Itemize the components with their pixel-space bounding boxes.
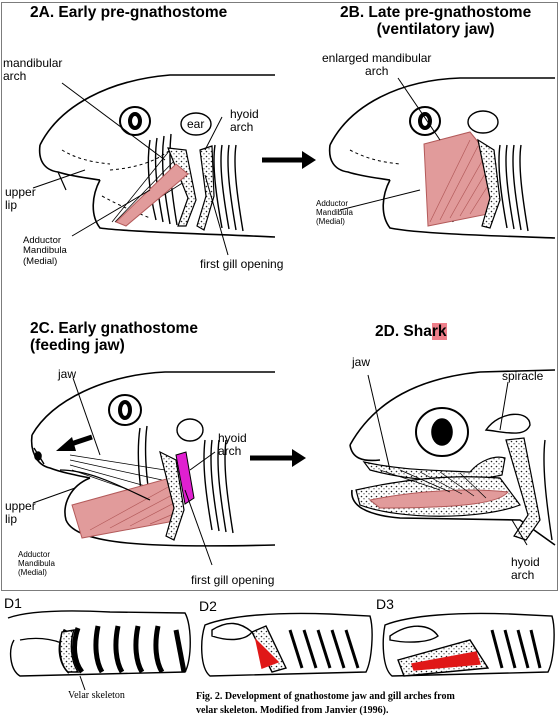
spiracle-label: spiracle: [502, 369, 544, 383]
adductor-label-a: Adductor Mandibula (Medial): [23, 235, 67, 267]
panel-2a-drawing: [38, 74, 276, 238]
ear-label: ear: [187, 117, 205, 131]
panel-2d-title: 2D. Shark: [375, 323, 447, 340]
panel-2d-title-prefix: 2D. Sha: [375, 323, 432, 340]
d2-drawing: [201, 612, 373, 677]
d2-label: D2: [199, 598, 217, 614]
arrow-a-to-b-head: [302, 151, 316, 169]
adductor-label-b: Adductor Mandibula (Medial): [316, 199, 353, 227]
gill-opening-label-a: first gill opening: [200, 257, 284, 271]
leader-lines: [32, 77, 528, 566]
figure-frame: [1, 2, 558, 591]
gill-opening-label-c: first gill opening: [191, 573, 275, 587]
panel-2b-drawing: [328, 77, 556, 239]
jaw-label-c: jaw: [58, 367, 77, 381]
d1-drawing: [7, 610, 191, 691]
hyoid-arch-label-d: hyoid arch: [511, 555, 540, 583]
panel-2d-drawing: [349, 369, 556, 546]
adductor-label-c: Adductor Mandibula (Medial): [18, 550, 55, 578]
upper-lip-label-a: upper lip: [5, 185, 36, 213]
velar-skeleton-label: Velar skeleton: [68, 690, 125, 701]
panel-2d-title-highlight: rk: [431, 323, 447, 340]
d3-label: D3: [376, 596, 394, 612]
panel-2c-title: 2C. Early gnathostome (feeding jaw): [30, 320, 198, 355]
enlarged-arch-label: enlarged mandibular arch: [322, 51, 432, 79]
panel-2b-title: 2B. Late pre-gnathostome (ventilatory ja…: [340, 4, 532, 39]
hyoid-arch-label-a: hyoid arch: [230, 107, 259, 135]
d3-drawing: [382, 612, 555, 677]
upper-lip-label-c: upper lip: [5, 499, 36, 527]
figure-caption: Fig. 2. Development of gnathostome jaw a…: [196, 691, 455, 716]
jaw-label-d: jaw: [352, 355, 371, 369]
mandibular-arch-label: mandibular arch: [3, 56, 63, 84]
arrow-jaw-forward-head: [56, 437, 76, 451]
panel-2c-drawing: [30, 371, 276, 547]
arrow-c-to-d-head: [292, 449, 306, 467]
panel-2a-title: 2A. Early pre-gnathostome: [30, 4, 228, 21]
d1-label: D1: [4, 595, 22, 611]
hyoid-arch-label-c: hyoid arch: [218, 431, 247, 459]
